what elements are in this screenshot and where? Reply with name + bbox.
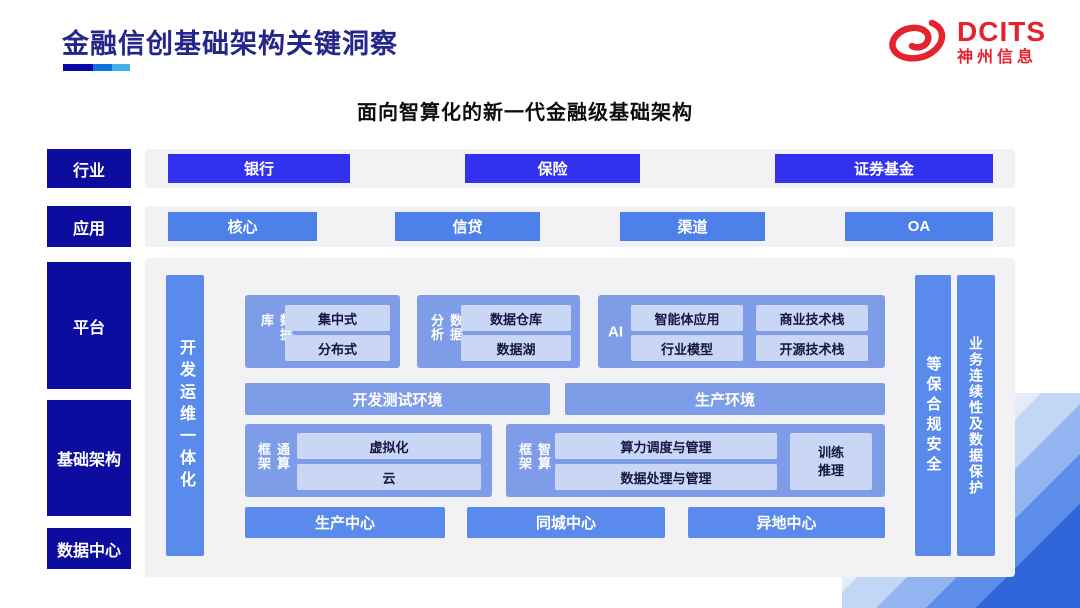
diagram-title: 面向智算化的新一代金融级基础架构 xyxy=(357,102,693,124)
business-continuity-vertical-bar: 业务连续性及数据保护 xyxy=(957,275,995,556)
logo-brand: DCITS xyxy=(957,16,1046,48)
industry-item-securities-funds: 证券基金 xyxy=(775,154,993,183)
application-item-credit: 信贷 xyxy=(395,212,540,241)
same-city-center-box: 同城中心 xyxy=(467,507,665,538)
chip-centralized: 集中式 xyxy=(285,305,390,331)
ai-group-label: AI xyxy=(608,323,623,340)
general-compute-group: 通算框架 虚拟化 云 xyxy=(245,424,492,497)
security-compliance-vertical-bar: 等保合规安全 xyxy=(915,275,951,556)
chip-data-processing: 数据处理与管理 xyxy=(555,464,777,490)
logo-company-name: 神州信息 xyxy=(957,48,1038,66)
row-label-infrastructure: 基础架构 xyxy=(47,400,131,516)
platform-area: 开发运维一体化 数据库 集中式 分布式 数据分析 数据仓库 数据湖 AI 智能体… xyxy=(145,258,1015,577)
application-item-core: 核心 xyxy=(168,212,317,241)
chip-opensource-stack: 开源技术栈 xyxy=(756,335,868,361)
chip-virtualization: 虚拟化 xyxy=(297,433,481,459)
chip-industry-model: 行业模型 xyxy=(631,335,743,361)
application-item-channel: 渠道 xyxy=(620,212,765,241)
dev-test-environment-bar: 开发测试环境 xyxy=(245,383,550,415)
row-label-application: 应用 xyxy=(47,206,131,247)
intelligent-compute-group: 智算框架 算力调度与管理 数据处理与管理 训练 推理 xyxy=(506,424,885,497)
industry-item-bank: 银行 xyxy=(168,154,350,183)
row-label-platform: 平台 xyxy=(47,262,131,389)
industry-strip: 银行 保险 证券基金 xyxy=(145,149,1015,188)
ai-group: AI 智能体应用 商业技术栈 行业模型 开源技术栈 xyxy=(598,295,885,368)
data-analytics-group: 数据分析 数据仓库 数据湖 xyxy=(417,295,580,368)
underline-segment xyxy=(63,64,93,71)
chip-training-inference: 训练 推理 xyxy=(790,433,872,490)
intelligent-compute-group-label: 智算框架 xyxy=(517,442,551,471)
row-label-industry: 行业 xyxy=(47,149,131,188)
database-group: 数据库 集中式 分布式 xyxy=(245,295,400,368)
chip-commercial-stack: 商业技术栈 xyxy=(756,305,868,331)
chip-distributed: 分布式 xyxy=(285,335,390,361)
swirl-logo-icon xyxy=(885,16,949,68)
industry-item-insurance: 保险 xyxy=(465,154,640,183)
page-title: 金融信创基础架构关键洞察 xyxy=(62,29,398,59)
chip-agent-application: 智能体应用 xyxy=(631,305,743,331)
company-logo: DCITS 神州信息 xyxy=(885,16,1046,68)
general-compute-group-label: 通算框架 xyxy=(256,442,290,471)
underline-segment xyxy=(112,64,130,71)
chip-compute-scheduling: 算力调度与管理 xyxy=(555,433,777,459)
production-center-box: 生产中心 xyxy=(245,507,445,538)
chip-data-lake: 数据湖 xyxy=(461,335,571,361)
remote-center-box: 异地中心 xyxy=(688,507,885,538)
title-underline xyxy=(63,64,130,71)
underline-segment xyxy=(93,64,112,71)
production-environment-bar: 生产环境 xyxy=(565,383,885,415)
devops-vertical-bar: 开发运维一体化 xyxy=(166,275,204,556)
application-strip: 核心 信贷 渠道 OA xyxy=(145,206,1015,247)
chip-cloud: 云 xyxy=(297,464,481,490)
data-analytics-group-label: 数据分析 xyxy=(429,313,463,342)
row-label-datacenter: 数据中心 xyxy=(47,528,131,569)
application-item-oa: OA xyxy=(845,212,993,241)
chip-data-warehouse: 数据仓库 xyxy=(461,305,571,331)
logo-text: DCITS 神州信息 xyxy=(957,17,1046,66)
